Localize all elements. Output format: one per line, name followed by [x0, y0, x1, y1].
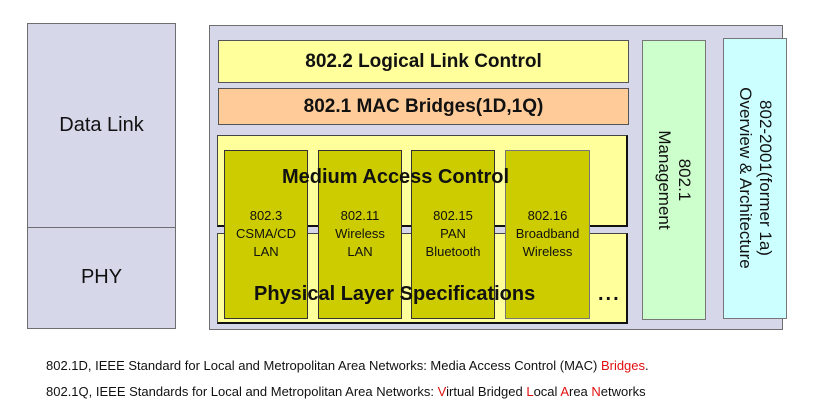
standard-column-802-11: [318, 150, 402, 319]
column-number: 802.16: [527, 208, 568, 223]
footnote-highlight: A: [560, 384, 569, 399]
footnote-highlight: Bridges: [600, 358, 646, 373]
overview-number: 802-2001(former 1a): [756, 100, 775, 256]
column-number: 802.11: [340, 208, 380, 223]
management-box: [642, 40, 706, 320]
footnote-802-1d: 802.1D, IEEE Standard for Local and Metr…: [46, 358, 649, 373]
llc-bar: 802.2 Logical Link Control: [218, 40, 629, 83]
column-type: Wireless: [522, 244, 573, 259]
footnote-text: 802.1D, IEEE Standard for Local and Metr…: [46, 358, 601, 373]
osi-layer-box: [27, 23, 176, 329]
column-name: PAN: [440, 226, 466, 241]
column-number: 802.3: [249, 208, 283, 223]
standard-column-802-3: [224, 150, 308, 319]
mac-bridges-bar: 802.1 MAC Bridges(1D,1Q): [218, 88, 629, 125]
footnote-802-1q: 802.1Q, IEEE Standards for Local and Met…: [46, 384, 646, 399]
footnote-text: etworks: [600, 384, 646, 399]
standard-column-802-16: [505, 150, 590, 319]
mac-bridges-label: 802.1 MAC Bridges(1D,1Q): [303, 95, 544, 117]
column-type: Bluetooth: [425, 244, 481, 259]
footnote-text: .: [645, 358, 649, 373]
more-standards-ellipsis: ...: [598, 283, 621, 305]
medium-access-control-title: Medium Access Control: [282, 166, 510, 188]
standard-column-802-15: [411, 150, 495, 319]
column-text: 802.3 CSMA/CD LAN: [224, 207, 308, 261]
footnote-highlight: N: [591, 384, 601, 399]
overview-name: Overview & Architecture: [736, 87, 755, 269]
llc-label: 802.2 Logical Link Control: [305, 50, 542, 72]
column-text: 802.15 PAN Bluetooth: [411, 207, 495, 261]
overview-label: 802-2001(former 1a) Overview & Architect…: [735, 48, 775, 308]
layer-divider: [27, 227, 176, 228]
management-label: 802.1 Management: [654, 100, 694, 260]
footnote-highlight: L: [526, 384, 534, 399]
column-type: LAN: [347, 244, 373, 259]
footnote-text: irtual Bridged: [446, 384, 527, 399]
column-text: 802.16 Broadband Wireless: [505, 207, 590, 261]
footnote-highlight: V: [437, 384, 447, 399]
footnote-text: 802.1Q, IEEE Standards for Local and Met…: [46, 384, 438, 399]
footnote-text: ocal: [533, 384, 561, 399]
column-name: Wireless: [335, 226, 385, 241]
column-name: CSMA/CD: [236, 226, 296, 241]
column-type: LAN: [253, 244, 279, 259]
column-name: Broadband: [515, 226, 580, 241]
overview-architecture-box: [723, 38, 787, 319]
column-text: 802.11 Wireless LAN: [318, 207, 402, 261]
data-link-label: Data Link: [59, 114, 144, 136]
management-name: Management: [655, 130, 674, 230]
footnote-text: rea: [568, 384, 592, 399]
physical-layer-title: Physical Layer Specifications: [254, 283, 536, 305]
phy-label: PHY: [80, 266, 123, 288]
column-number: 802.15: [433, 208, 473, 223]
management-number: 802.1: [675, 158, 694, 202]
